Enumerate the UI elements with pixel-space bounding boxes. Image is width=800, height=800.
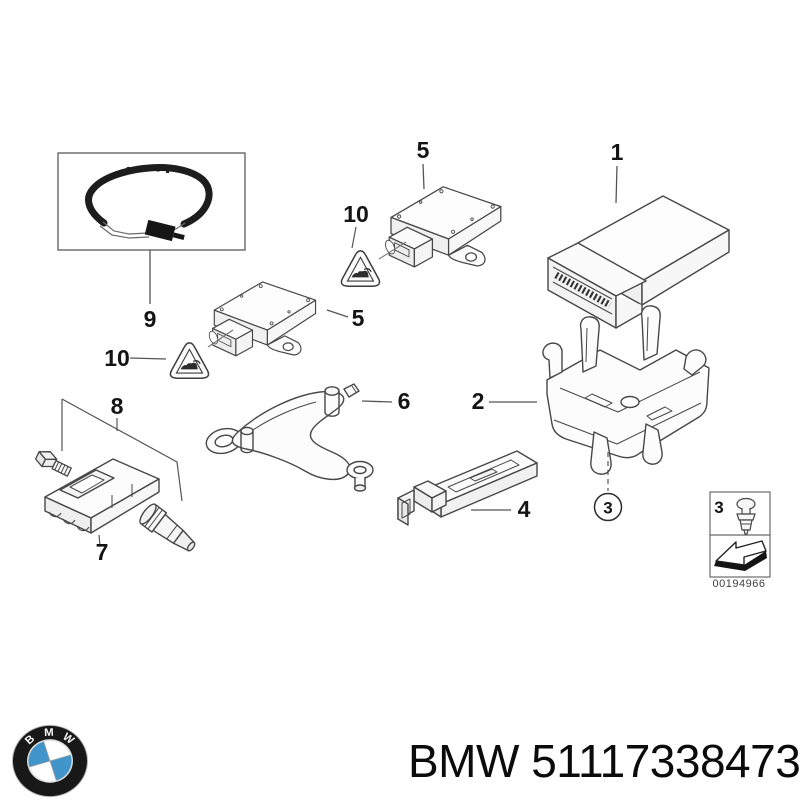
callout-5-top-label: 5 bbox=[417, 137, 430, 163]
part-8-screw-drawing bbox=[34, 451, 72, 477]
callout-2-label: 2 bbox=[472, 388, 485, 414]
pointer-line-triangle-left bbox=[207, 329, 234, 348]
legend-clip-drawing bbox=[736, 497, 756, 535]
leader-lines-8 bbox=[61, 398, 183, 502]
part-9-antenna-ring-drawing bbox=[85, 164, 213, 242]
bmw-roundel-logo: B M W bbox=[12, 724, 88, 798]
leader-line-1 bbox=[615, 165, 618, 204]
legend-3-label: 3 bbox=[714, 498, 723, 517]
part-3-callout-circle: 3 bbox=[593, 492, 623, 522]
callout-6-label: 6 bbox=[398, 388, 411, 414]
legend-arrow-icon bbox=[714, 540, 767, 571]
callout-3-circled-label: 3 bbox=[603, 499, 612, 518]
part-7-sensor-drawing bbox=[44, 458, 160, 534]
callout-4-label: 4 bbox=[518, 496, 531, 522]
leader-line-7 bbox=[98, 534, 101, 547]
callout-10-left-label: 10 bbox=[104, 345, 130, 371]
warning-triangle-icon-top bbox=[340, 250, 381, 287]
callout-8-label: 8 bbox=[111, 393, 124, 419]
leader-line-10-left bbox=[129, 357, 167, 360]
part-6-bracket-drawing bbox=[205, 383, 374, 492]
leader-line-5-top bbox=[422, 163, 425, 190]
leader-line-6 bbox=[361, 400, 393, 403]
part-2-holder-drawing bbox=[542, 305, 710, 475]
legend-box: 3 bbox=[709, 491, 771, 578]
legend-image-code: 00194966 bbox=[713, 578, 766, 590]
leader-line-10-top bbox=[351, 226, 357, 249]
callout-7-label: 7 bbox=[96, 539, 109, 565]
part-1-module-drawing bbox=[547, 195, 730, 329]
warning-triangle-icon-left bbox=[169, 342, 210, 379]
part-5-module-left-drawing bbox=[206, 281, 317, 357]
part-4-antenna-module-drawing bbox=[397, 450, 538, 526]
pointer-line-triangle-top bbox=[378, 241, 407, 260]
part-5-module-top-drawing bbox=[383, 186, 502, 268]
callout-9-label: 9 bbox=[144, 306, 157, 332]
part-number-text: BMW 51117338473 bbox=[408, 735, 800, 787]
logo-letter-m: M bbox=[44, 727, 54, 739]
callout-5-left-label: 5 bbox=[352, 305, 365, 331]
leader-line-5-left bbox=[326, 309, 349, 318]
callout-1-label: 1 bbox=[611, 139, 624, 165]
callout-10-top-label: 10 bbox=[343, 201, 369, 227]
part-8-valve-drawing bbox=[139, 503, 196, 552]
